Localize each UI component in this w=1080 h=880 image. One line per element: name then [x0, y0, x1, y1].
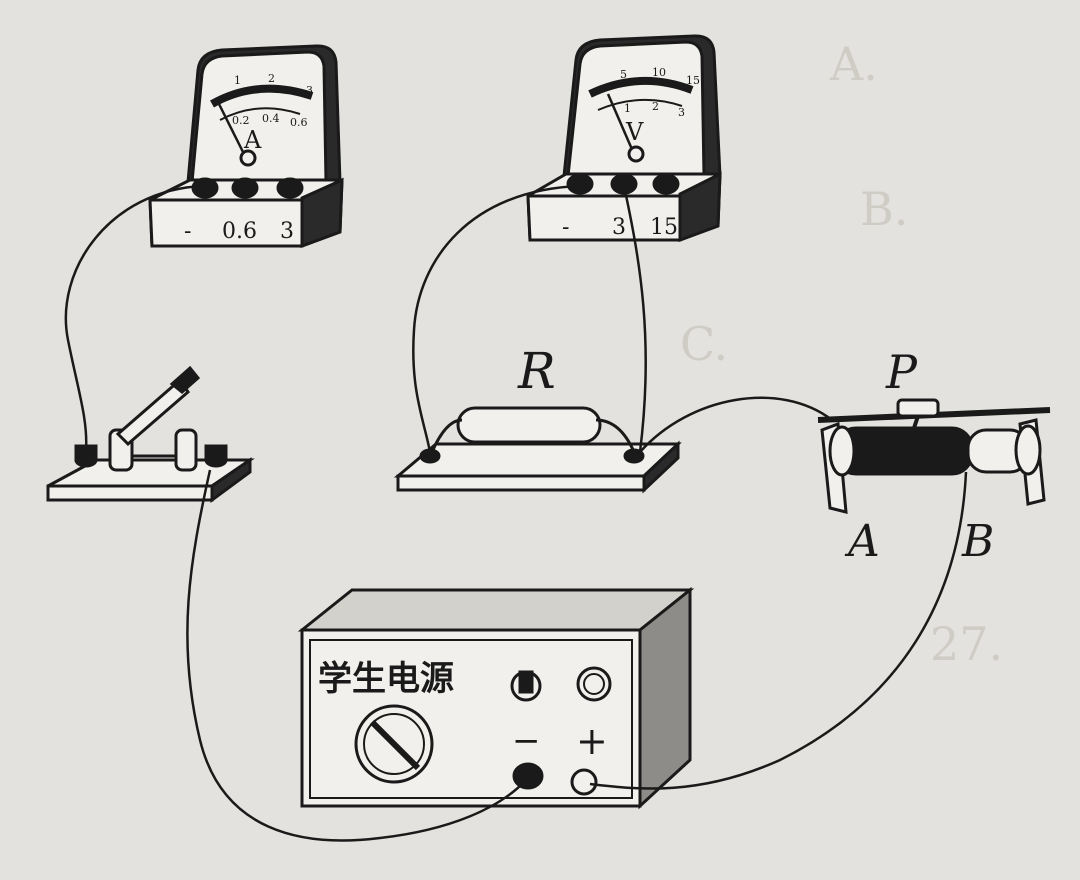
voltmeter-scale-top-3: 15	[686, 74, 700, 87]
rheostat-slider-label: P	[885, 345, 918, 399]
voltmeter-scale-top-2: 10	[652, 66, 666, 79]
slide-rheostat	[817, 398, 1051, 514]
wires	[64, 184, 968, 842]
ammeter-terminal-minus: -	[184, 219, 191, 244]
ammeter-scale-top-2: 2	[268, 72, 275, 85]
ammeter-scale-top-3: 3	[306, 84, 313, 97]
voltmeter-scale-bottom-1: 1	[624, 102, 631, 115]
resistor-label: R	[517, 342, 556, 400]
wire-ammeter-switch	[64, 184, 204, 451]
ammeter-symbol: A	[243, 126, 262, 154]
power-supply-plus: +	[576, 719, 608, 763]
ammeter-terminal-3: 3	[280, 219, 294, 244]
ammeter-labels: 1 2 3 0.2 0.4 0.6 A - 0.6 3	[184, 72, 313, 244]
rheostat-end-a-label: A	[844, 516, 880, 567]
voltmeter	[526, 34, 722, 243]
ammeter-terminal-0-6: 0.6	[222, 219, 257, 244]
ammeter-scale-bottom-3: 0.6	[290, 116, 308, 129]
ammeter-scale-top-1: 1	[234, 74, 241, 87]
svg-text:C.: C.	[680, 317, 728, 371]
voltmeter-terminal-15: 15	[650, 215, 678, 240]
voltmeter-scale-bottom-2: 2	[652, 100, 659, 113]
rheostat-labels: P A B	[844, 345, 994, 567]
voltmeter-terminal-minus: -	[562, 215, 569, 240]
rheostat-end-b-label: B	[961, 516, 994, 567]
ammeter	[148, 44, 344, 249]
svg-text:A.: A.	[829, 37, 878, 91]
power-supply-minus: −	[512, 721, 541, 761]
voltmeter-scale-bottom-3: 3	[678, 106, 685, 119]
background-bleed: A. B. C. 27.	[680, 37, 1003, 671]
ammeter-scale-bottom-1: 0.2	[232, 114, 250, 127]
student-power-supply	[297, 586, 695, 810]
voltmeter-terminal-3: 3	[612, 215, 626, 240]
wire-voltmeter-resistor-left	[412, 184, 581, 453]
power-supply-name: 学生电源	[318, 659, 454, 699]
power-supply-labels: 学生电源 − +	[318, 659, 608, 763]
wire-rheostat-supply	[589, 471, 968, 790]
voltmeter-scale-top-1: 5	[620, 68, 627, 81]
resistor-r	[393, 406, 682, 494]
voltmeter-symbol: V	[625, 118, 644, 146]
ammeter-scale-bottom-2: 0.4	[262, 112, 280, 125]
svg-text:B.: B.	[860, 182, 908, 236]
wire-resistor-rheostat	[639, 396, 833, 453]
wire-voltmeter-resistor-right	[622, 185, 647, 453]
voltmeter-labels: 5 10 15 1 2 3 V - 3 15	[562, 66, 700, 240]
svg-text:27.: 27.	[930, 617, 1003, 671]
wire-switch-supply	[186, 469, 527, 842]
knife-switch	[46, 365, 255, 503]
